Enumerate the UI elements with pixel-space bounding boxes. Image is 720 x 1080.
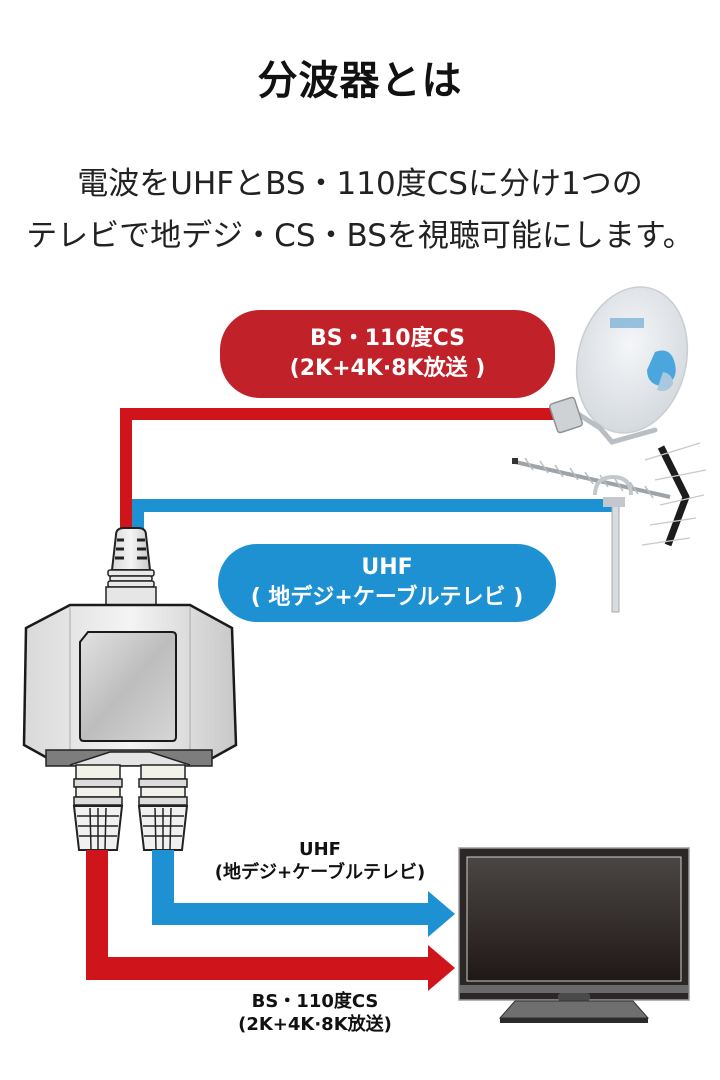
bs-cs-output-line1: BS・110度CS (251, 991, 379, 1012)
uhf-output-line2: (地デジ+ケーブルテレビ) (214, 862, 426, 883)
uhf-input-label: UHF ( 地デジ+ケーブルテレビ ) (218, 544, 556, 622)
bs-cs-output-label: BS・110度CS (2K+4K·8K放送) (190, 990, 440, 1036)
uhf-label-line2: ( 地デジ+ケーブルテレビ ) (250, 585, 524, 610)
description-line-1: 電波をUHFとBS・110度CSに分け1つの (77, 166, 643, 202)
television-icon (458, 847, 690, 1023)
page-title: 分波器とは (257, 58, 463, 104)
blue-input-cable (132, 499, 612, 533)
red-output-arrow (86, 850, 455, 991)
satellite-label-line2: (2K+4K·8K放送 ) (289, 356, 486, 381)
uhf-antenna-icon (512, 442, 707, 613)
description-line-2: テレビで地デジ・CS・BSを視聴可能にします。 (26, 218, 694, 254)
satellite-input-label: BS・110度CS (2K+4K·8K放送 ) (220, 310, 555, 398)
uhf-output-label: UHF (地デジ+ケーブルテレビ) (180, 838, 460, 884)
satellite-label-line1: BS・110度CS (310, 326, 465, 351)
blue-output-arrow (152, 850, 455, 937)
uhf-output-line1: UHF (299, 839, 341, 860)
red-input-cable (120, 408, 562, 533)
uhf-label-line1: UHF (361, 555, 413, 580)
satellite-dish-icon (549, 286, 689, 445)
bs-cs-output-line2: (2K+4K·8K放送) (238, 1014, 392, 1035)
splitter-icon (22, 527, 238, 851)
